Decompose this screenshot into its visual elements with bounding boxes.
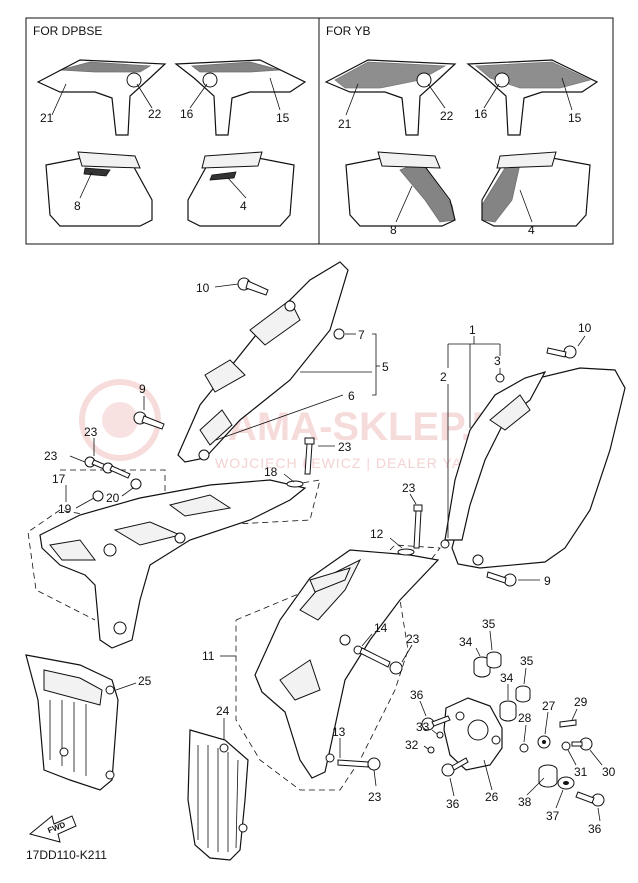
bolt-23-e (397, 504, 423, 556)
inset-left-label-16: 16 (180, 107, 194, 121)
callout-25: 25 (138, 674, 152, 688)
callout-23-f: 23 (406, 632, 420, 646)
bolt-10-left (237, 277, 269, 296)
collar-35-a (486, 651, 502, 669)
callout-3: 3 (494, 354, 501, 368)
callout-28: 28 (518, 711, 532, 725)
inset-left-label-21: 21 (40, 111, 54, 125)
fwd-arrow: FWD (28, 815, 77, 843)
callout-35-b: 35 (520, 654, 534, 668)
damper-34-b (499, 700, 517, 722)
diagram-code: 17DD110-K211 (26, 848, 107, 862)
inset-right-label-8: 8 (390, 223, 397, 237)
inset-left-label-22: 22 (148, 107, 162, 121)
callout-11: 11 (202, 649, 215, 663)
bolt-9-left (133, 411, 165, 430)
inset-right-label-21: 21 (338, 117, 352, 131)
bolt-23-f (353, 645, 403, 675)
callout-18: 18 (264, 465, 278, 479)
bolt-9-right (486, 571, 517, 587)
oring-28 (519, 743, 529, 753)
callout-17: 17 (52, 472, 66, 486)
callout-33: 33 (416, 720, 430, 734)
callout-7: 7 (358, 328, 365, 342)
callout-24: 24 (216, 704, 230, 718)
inset-left-label-8: 8 (74, 199, 81, 213)
callout-23-e: 23 (402, 481, 416, 495)
callout-5: 5 (382, 360, 389, 374)
callout-36-b: 36 (446, 797, 460, 811)
inset-left-title: FOR DPBSE (33, 24, 102, 38)
callout-32: 32 (405, 738, 419, 752)
bolt-36-c (575, 791, 605, 807)
callout-36-c: 36 (588, 822, 602, 836)
bolt-23-g (337, 757, 381, 771)
nut-27 (537, 735, 551, 749)
callout-31: 31 (574, 765, 588, 779)
collar-35-b (515, 685, 531, 703)
callout-34-a: 34 (459, 635, 473, 649)
callout-23-c: 23 (338, 440, 352, 454)
radiator-guard-right (187, 729, 249, 861)
inset-right-label-4: 4 (528, 223, 535, 237)
callout-1: 1 (469, 323, 476, 337)
callout-9-left: 9 (139, 382, 146, 396)
callout-34-b: 34 (500, 671, 514, 685)
callout-12: 12 (370, 527, 384, 541)
bolt-23-pair (84, 456, 142, 502)
inset-dpbse-shrouds: 21 22 16 15 8 4 (36, 59, 307, 227)
callout-10-left: 10 (196, 281, 210, 295)
callout-6: 6 (348, 389, 355, 403)
inset-yb-shrouds: 21 22 16 15 8 4 (324, 59, 599, 237)
washer-32 (427, 746, 435, 754)
callout-20: 20 (106, 491, 120, 505)
callout-37: 37 (546, 809, 560, 823)
bolt-10-right (546, 345, 577, 359)
washer-33 (436, 731, 444, 739)
callout-29: 29 (574, 695, 588, 709)
inset-right-label-16: 16 (474, 107, 488, 121)
bolt-23-center (286, 437, 315, 488)
callout-36-a: 36 (410, 688, 424, 702)
inset-emblem (126, 72, 142, 88)
bolt-30 (571, 737, 593, 751)
damper-34-a (473, 656, 491, 678)
damper-37 (557, 776, 575, 790)
washer-31 (561, 741, 571, 751)
inset-right-label-15: 15 (568, 111, 582, 125)
side-cover-right (440, 367, 626, 569)
callout-23-b: 23 (84, 425, 98, 439)
bolt-36-a (421, 715, 451, 731)
collar-38 (538, 764, 558, 788)
callout-23-g: 23 (368, 790, 382, 804)
callout-35-a: 35 (482, 617, 496, 631)
grommet-7 (333, 328, 345, 340)
inset-right-title: FOR YB (326, 24, 370, 38)
callout-38: 38 (518, 795, 532, 809)
radiator-guard-left (25, 654, 119, 791)
callout-23-a: 23 (44, 449, 58, 463)
callout-19: 19 (58, 502, 72, 516)
bolt-36-b (441, 757, 469, 777)
callout-26: 26 (485, 790, 499, 804)
inset-box: FOR DPBSE FOR YB 2 (25, 17, 614, 245)
screw-29 (559, 719, 577, 728)
shroud-right (254, 549, 440, 779)
callout-2: 2 (440, 370, 447, 384)
emblem-bracket-26 (443, 697, 503, 771)
callout-27: 27 (542, 699, 556, 713)
inset-left-label-15: 15 (276, 111, 290, 125)
inset-right-label-22: 22 (440, 109, 454, 123)
callout-10-right: 10 (578, 321, 592, 335)
callout-30: 30 (602, 765, 616, 779)
callout-13: 13 (332, 725, 346, 739)
watermark-sub: WOJCIECH ŁEWICZ | DEALER YAMAHA (215, 455, 507, 471)
callout-14: 14 (374, 621, 388, 635)
shroud-left (39, 479, 307, 649)
callout-9-right: 9 (544, 574, 551, 588)
inset-left-label-4: 4 (240, 199, 247, 213)
side-cover-left (177, 261, 349, 463)
watermark: YAMA-SKLEP.PL WOJCIECH ŁEWICZ | DEALER Y… (79, 379, 523, 471)
